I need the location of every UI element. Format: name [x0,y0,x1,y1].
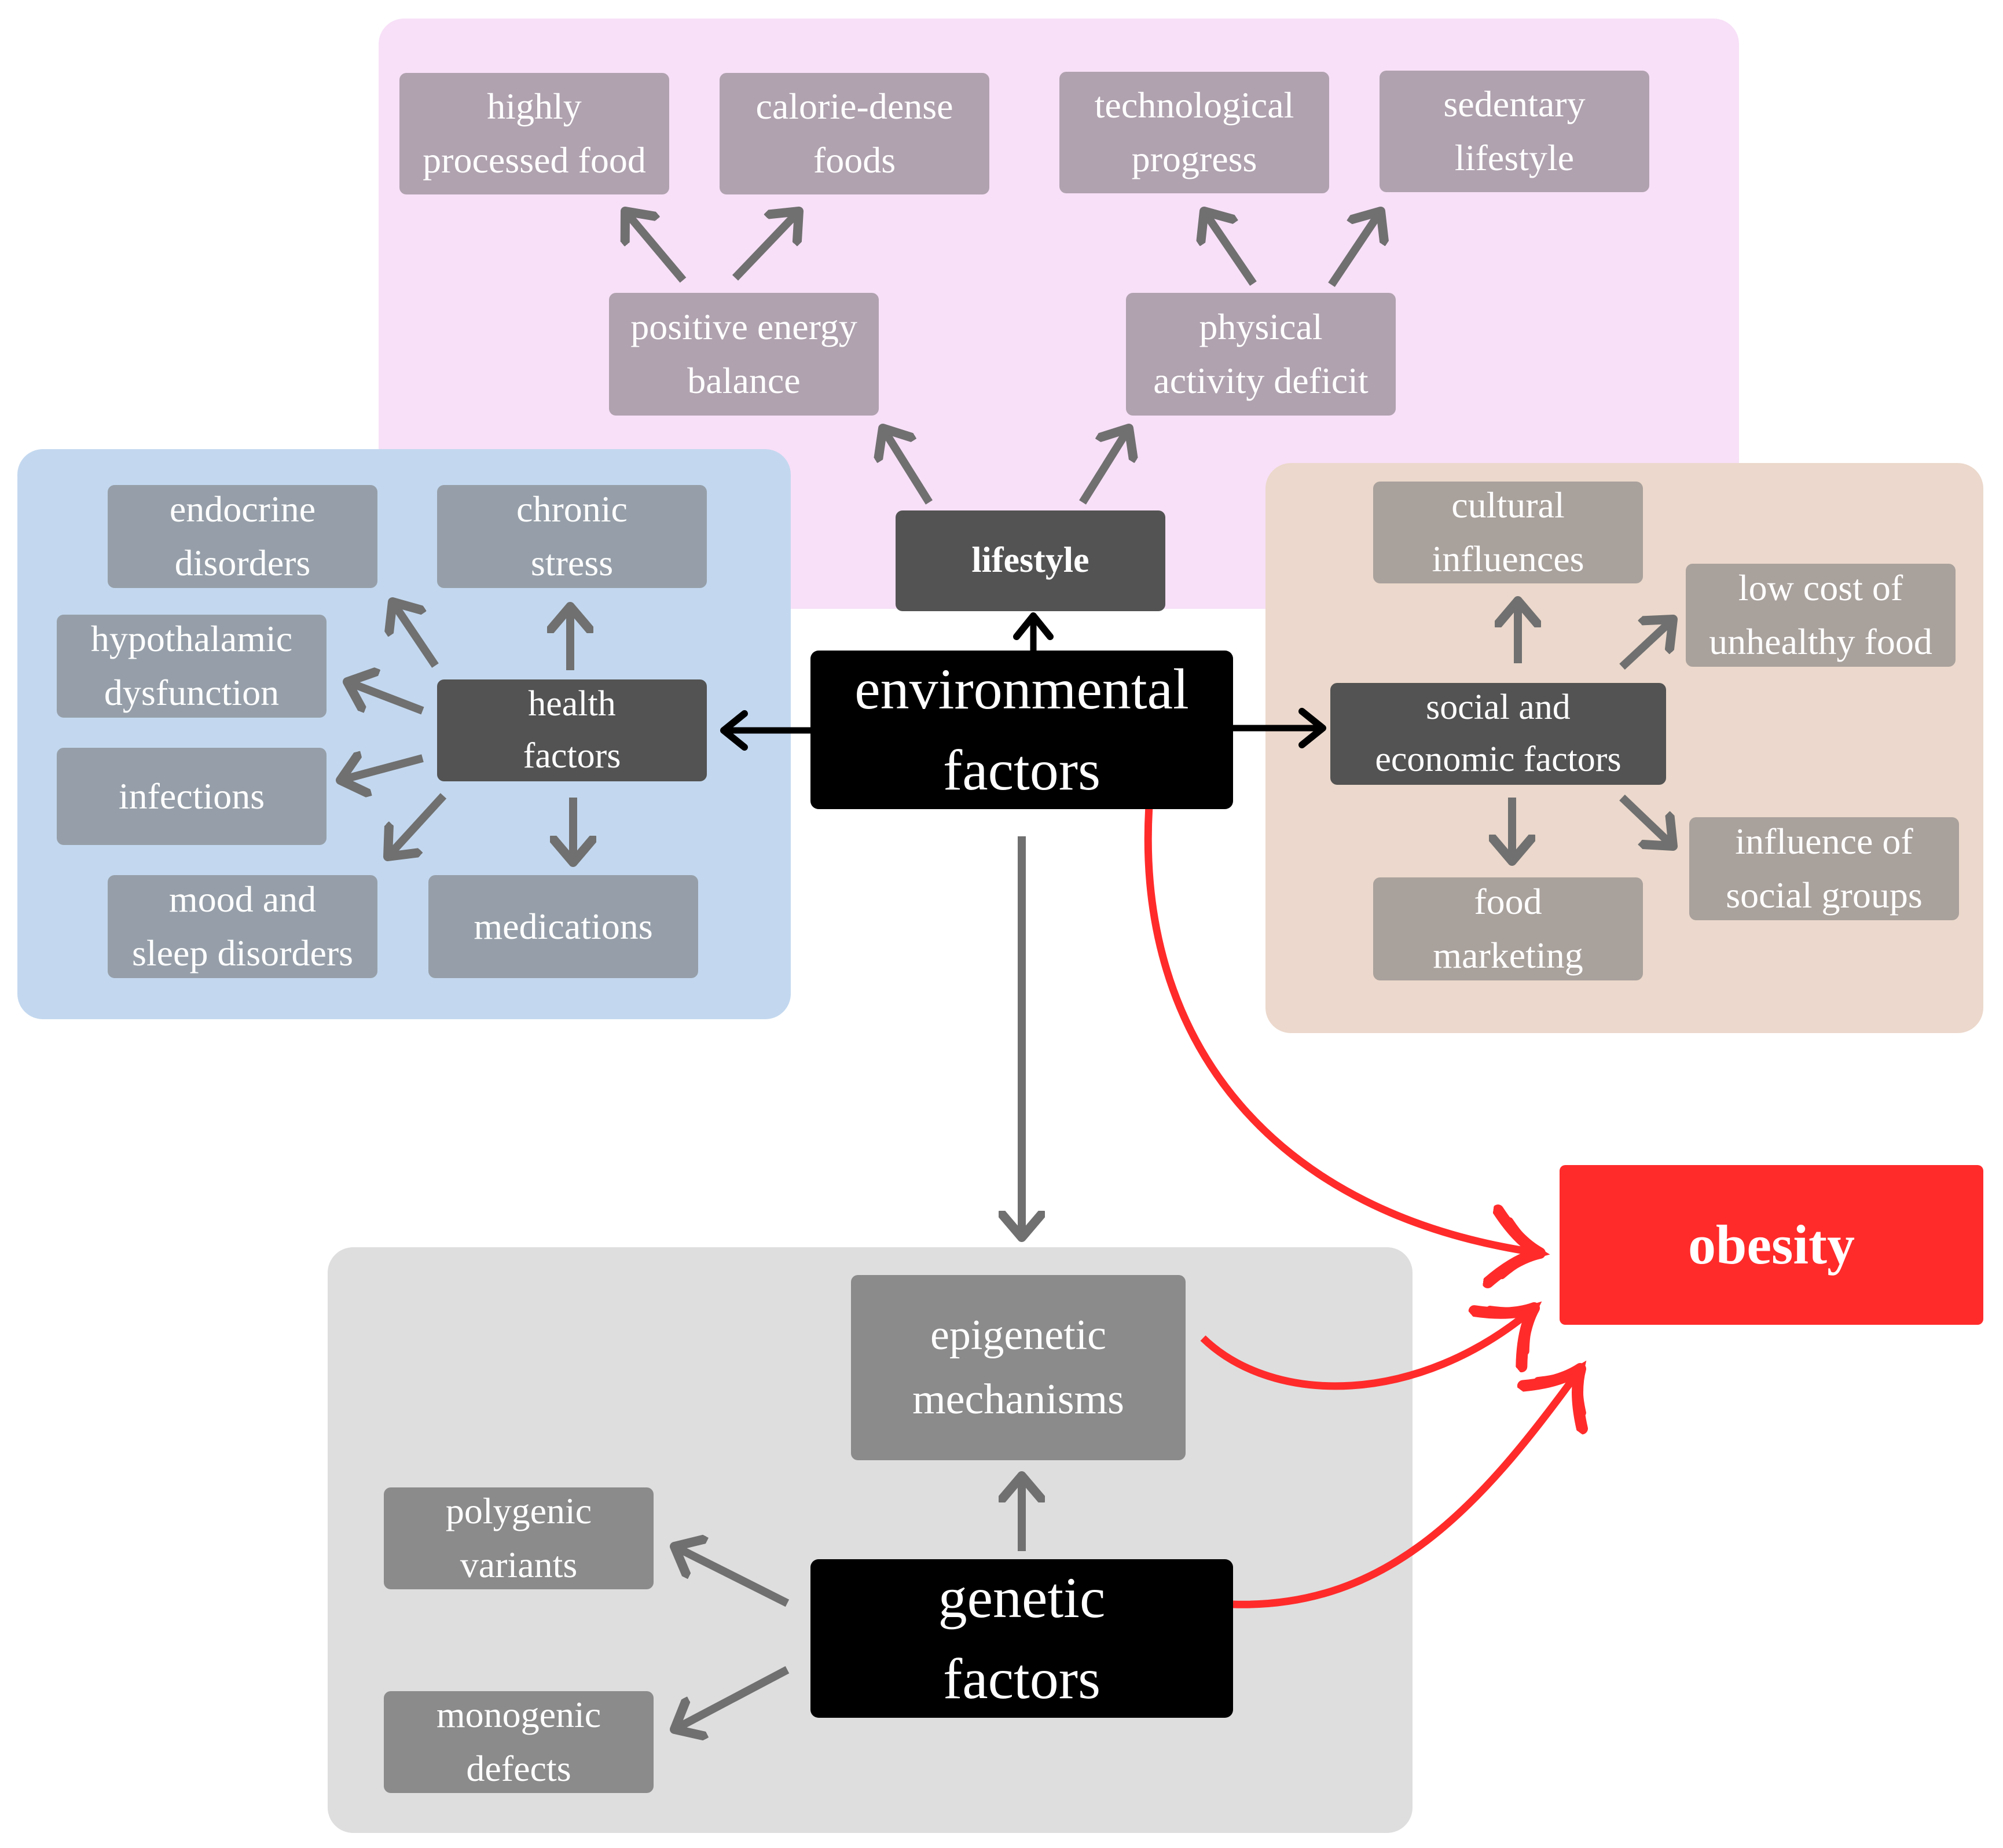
arrow-genetic-to-polygenic [674,1546,790,1607]
hypothalamic-dysfunction-node: hypothalamic dysfunction [57,615,327,718]
highly-processed-food-node: highly processed food [399,73,669,194]
polygenic-variants-node: polygenic variants [384,1487,654,1589]
arrow-pad-to-tech [1204,211,1257,286]
low-cost-unhealthy-food-node: low cost of unhealthy food [1686,564,1956,667]
arrow-lifestyle-to-pad [1079,428,1129,505]
endocrine-disorders-node: endocrine disorders [108,485,377,588]
red-arrow-epigenetic-to-obesity [1200,1308,1534,1390]
influence-social-groups-node: influence of social groups [1689,817,1959,920]
technological-progress-node: technological progress [1059,72,1329,193]
arrow-health-to-endocrine [392,602,439,668]
arrow-genetic-to-monogenic [674,1666,790,1729]
social-economic-factors-node: social and economic factors [1330,683,1666,785]
infections-node: infections [57,748,327,845]
calorie-dense-foods-node: calorie-dense foods [720,73,989,194]
sedentary-lifestyle-node: sedentary lifestyle [1380,71,1649,192]
arrow-peb-to-processed [625,211,687,283]
genetic-factors-node: genetic factors [810,1559,1233,1718]
environmental-factors-node: environmental factors [810,651,1233,809]
obesity-node: obesity [1560,1165,1983,1325]
epigenetic-mechanisms-node: epigenetic mechanisms [851,1275,1186,1460]
arrow-health-to-hypothalamic [347,682,424,715]
lifestyle-node: lifestyle [896,510,1165,611]
monogenic-defects-node: monogenic defects [384,1691,654,1793]
arrow-health-to-infections [340,758,424,780]
health-factors-node: health factors [437,679,707,781]
cultural-influences-node: cultural influences [1373,482,1643,583]
red-arrow-genetic-to-obesity [1232,1369,1580,1608]
chronic-stress-node: chronic stress [437,485,707,588]
arrow-social-to-lowcost [1619,619,1673,670]
positive-energy-balance-node: positive energy balance [609,293,879,416]
arrow-social-to-influence [1619,794,1673,846]
red-arrow-env-to-obesity [1144,805,1540,1253]
arrow-health-to-mood [388,793,447,857]
physical-activity-deficit-node: physical activity deficit [1126,293,1396,416]
arrow-pad-to-sedentary [1328,211,1381,287]
arrow-peb-to-calorie [732,211,799,281]
mood-sleep-disorders-node: mood and sleep disorders [108,875,377,978]
arrow-lifestyle-to-peb [883,428,933,505]
medications-node: medications [428,875,698,978]
food-marketing-node: food marketing [1373,877,1643,980]
